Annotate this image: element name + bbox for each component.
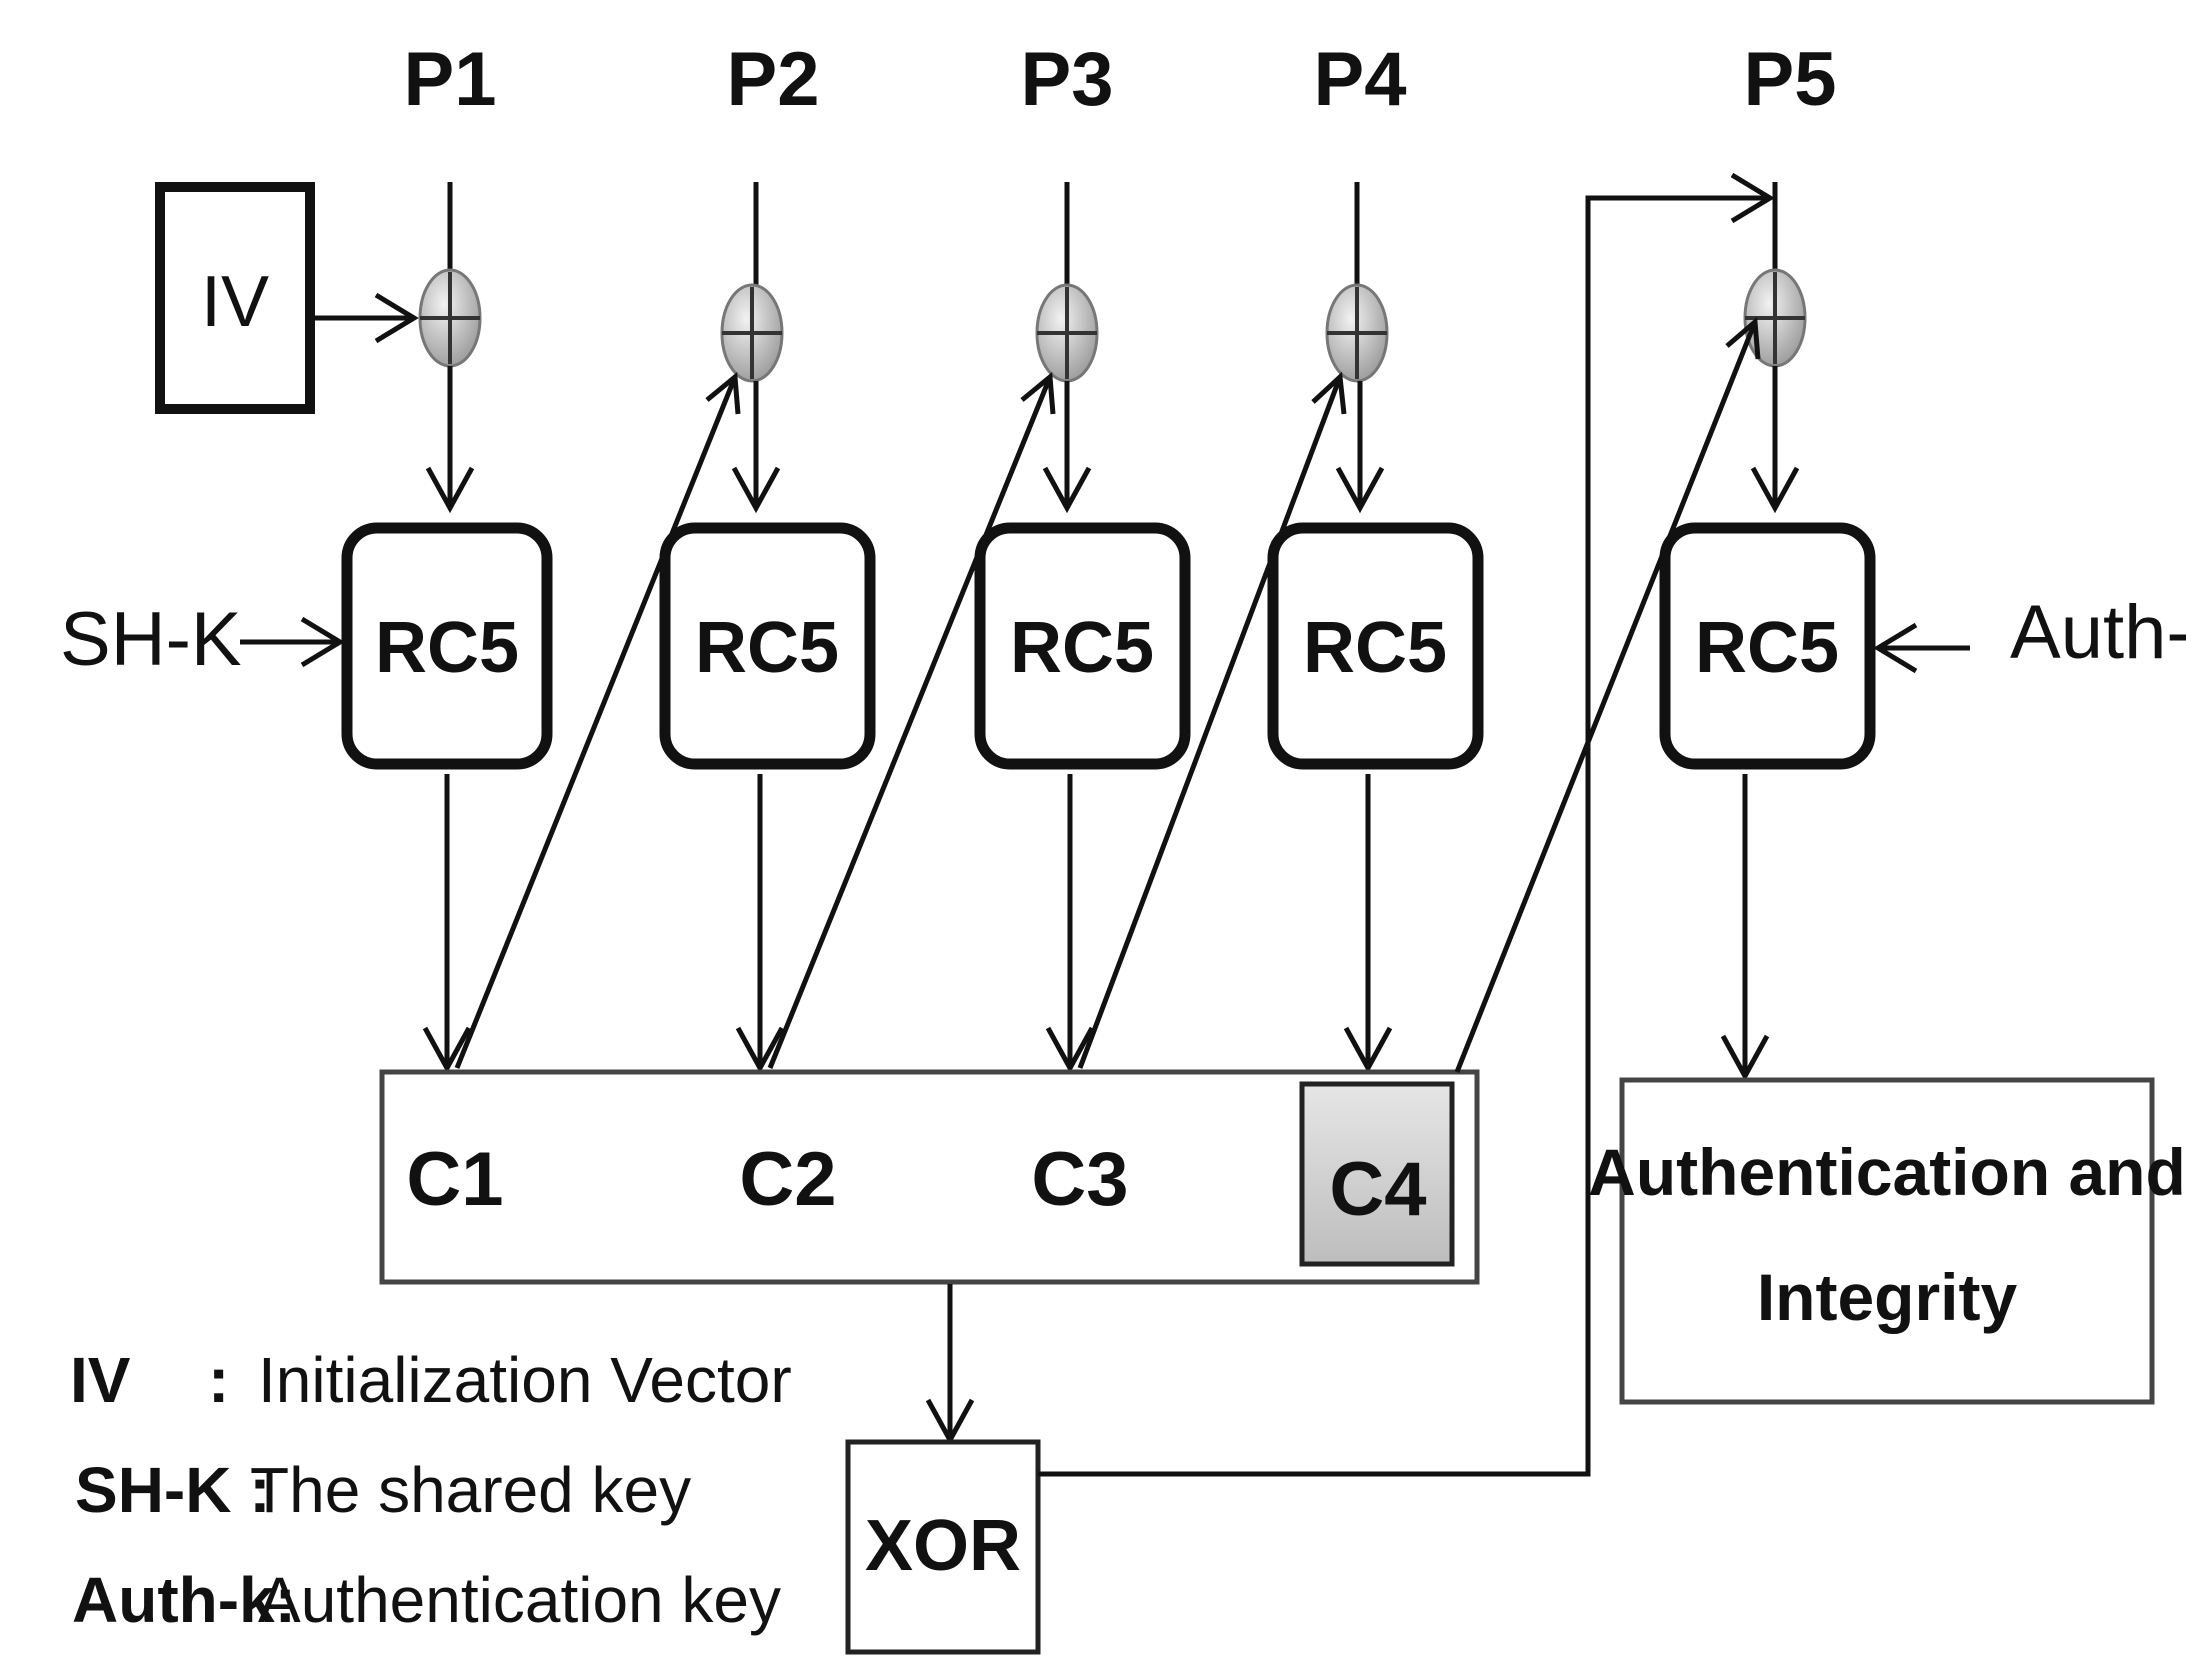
xor-node-5-icon bbox=[1743, 268, 1807, 368]
rc5-block-4 bbox=[1267, 522, 1484, 770]
auth-integrity-line2: Integrity bbox=[1757, 1260, 2018, 1334]
rc5-5-to-output-arrow bbox=[1720, 774, 1770, 1082]
xor3-to-rc5-3-arrow bbox=[1042, 381, 1092, 514]
label-p4: P4 bbox=[1314, 37, 1407, 122]
xor-node-2-icon bbox=[720, 283, 784, 383]
rc5-block-2 bbox=[659, 522, 876, 770]
rc5-block-2-label: RC5 bbox=[695, 608, 839, 688]
iv-to-xor1-arrow bbox=[312, 292, 419, 344]
xor-box bbox=[845, 1439, 1041, 1655]
legend-auth-desc: Authentication key bbox=[258, 1564, 781, 1636]
iv-box bbox=[155, 182, 315, 414]
legend-iv-separator: : bbox=[208, 1344, 229, 1416]
ciphertext-c4-box bbox=[1299, 1081, 1455, 1267]
label-p1: P1 bbox=[404, 37, 497, 122]
rc5-block-3 bbox=[974, 522, 1191, 770]
xor1-to-rc5-1-arrow bbox=[425, 366, 475, 514]
c2-to-xor3-chain-arrow bbox=[767, 372, 1056, 1069]
rc5-2-to-c2-arrow bbox=[735, 774, 785, 1074]
xor-node-1-icon bbox=[418, 268, 482, 368]
xor-node-3-icon bbox=[1035, 283, 1099, 383]
rc5-3-to-c3-arrow bbox=[1045, 774, 1095, 1074]
legend-iv-key: IV bbox=[70, 1344, 131, 1416]
xor4-to-rc5-4-arrow bbox=[1335, 381, 1385, 514]
xor-node-4-icon bbox=[1325, 283, 1389, 383]
auth-integrity-box bbox=[1619, 1077, 2155, 1405]
rc5-block-4-label: RC5 bbox=[1303, 608, 1447, 688]
rc5-block-5-label: RC5 bbox=[1695, 608, 1839, 688]
legend-iv-desc: Initialization Vector bbox=[258, 1344, 792, 1416]
legend-shk-desc: The shared key bbox=[250, 1454, 691, 1526]
legend-auth-key: Auth-k: bbox=[72, 1564, 296, 1636]
legend-shk-key: SH-K : bbox=[75, 1454, 271, 1526]
shared-key-label: SH-K bbox=[60, 597, 242, 682]
ciphertext-c2: C2 bbox=[739, 1137, 836, 1222]
rc5-1-to-c1-arrow bbox=[422, 774, 472, 1074]
xor2-to-rc5-2-arrow bbox=[731, 381, 781, 514]
rc5-block-3-label: RC5 bbox=[1010, 608, 1154, 688]
rc5-4-to-c4-arrow bbox=[1343, 774, 1393, 1074]
xor-feedback-to-p5-arrow bbox=[1038, 172, 1775, 1477]
ciphertext-to-xor-arrow bbox=[925, 1284, 975, 1446]
rc5-block-1 bbox=[341, 522, 553, 770]
rc5-block-1-label: RC5 bbox=[375, 608, 519, 688]
iv-box-label: IV bbox=[201, 262, 269, 342]
label-p2: P2 bbox=[727, 37, 820, 122]
ciphertext-c4: C4 bbox=[1329, 1147, 1426, 1232]
shared-key-to-rc5-arrow bbox=[240, 616, 345, 668]
ciphertext-frame bbox=[379, 1069, 1480, 1285]
ciphertext-c1: C1 bbox=[406, 1137, 503, 1222]
xor5-to-rc5-5-arrow bbox=[1750, 366, 1800, 514]
auth-integrity-line1: Authentication and bbox=[1588, 1135, 2186, 1209]
label-p3: P3 bbox=[1021, 37, 1114, 122]
auth-key-to-rc5-arrow bbox=[1873, 622, 1970, 674]
c4-to-xor5-chain-arrow bbox=[1454, 316, 1761, 1073]
xor-box-label: XOR bbox=[865, 1506, 1021, 1586]
label-p5: P5 bbox=[1744, 37, 1837, 122]
auth-key-label: Auth-k bbox=[2010, 590, 2186, 675]
rc5-block-5 bbox=[1659, 522, 1876, 770]
c1-to-xor2-chain-arrow bbox=[454, 372, 741, 1069]
ciphertext-c3: C3 bbox=[1031, 1137, 1128, 1222]
c3-to-xor4-chain-arrow bbox=[1077, 371, 1347, 1069]
